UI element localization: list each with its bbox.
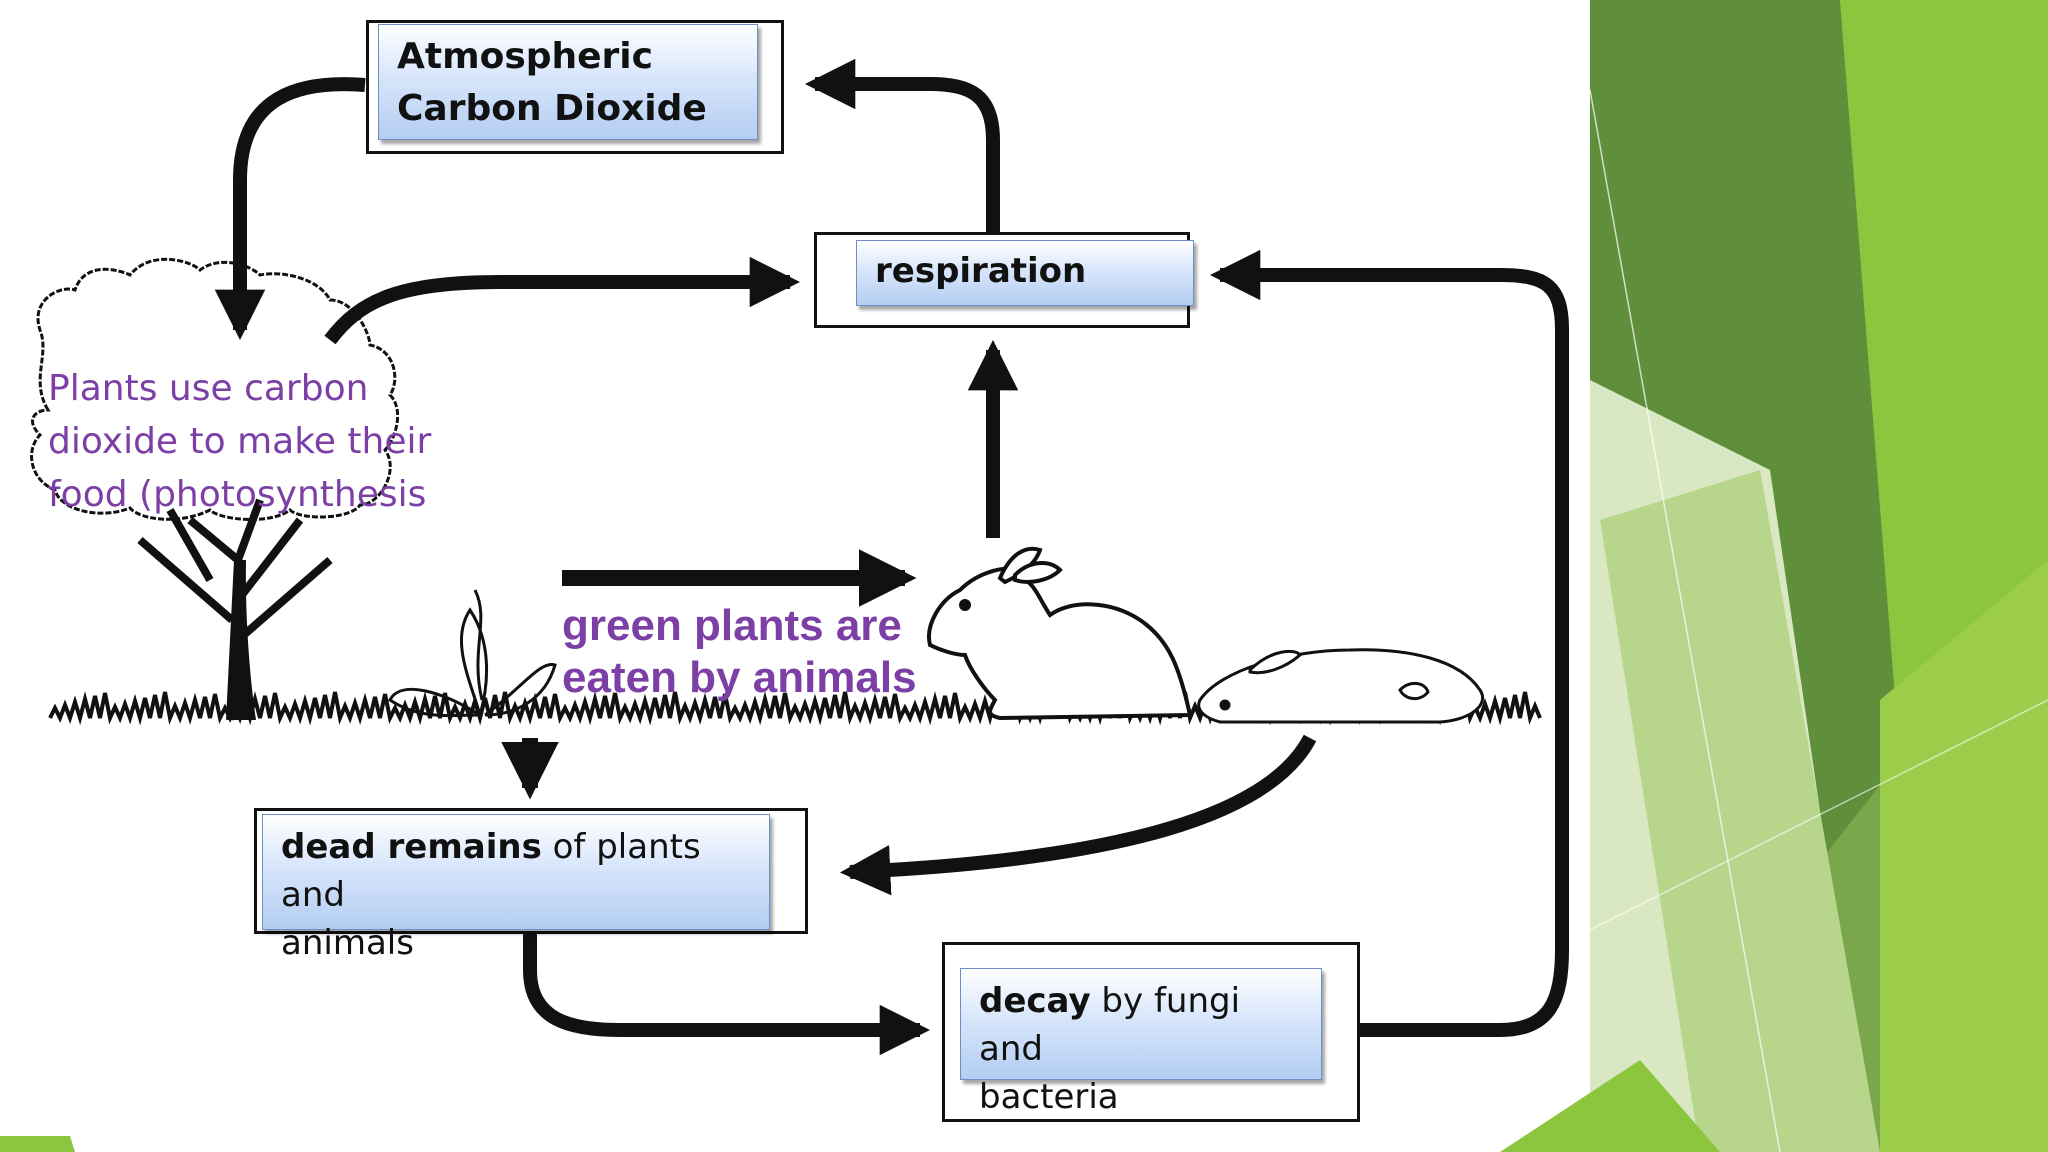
node-decay: decay by fungi and bacteria — [960, 968, 1322, 1117]
arrow-remains-to-decay — [523, 930, 931, 1056]
node-respiration-label: respiration — [875, 251, 1087, 291]
plant-icon — [388, 589, 557, 718]
rabbit-icon — [927, 546, 1193, 721]
node-respiration: respiration — [856, 240, 1194, 306]
arrow-plants-to-respiration — [324, 256, 801, 345]
annotation-eaten-line1: green plants are — [562, 601, 902, 650]
arrows — [214, 58, 1569, 1056]
node-dead-remains: dead remains of plants and animals — [262, 814, 770, 963]
arrow-decay-to-respiration — [1209, 249, 1569, 1037]
annotation-photosynthesis-line1: Plants use carbon — [48, 368, 369, 409]
dead-rabbit-icon — [1197, 648, 1484, 724]
annotation-eaten: green plants are eaten by animals — [562, 600, 917, 704]
node-dead-remains-bold: dead remains — [281, 827, 542, 867]
tree-icon — [30, 257, 400, 721]
annotation-photosynthesis-line2: dioxide to make their — [48, 421, 432, 462]
node-decay-rest: by fungi and — [979, 981, 1241, 1069]
node-decay-bold: decay — [979, 981, 1091, 1021]
node-atmospheric-co2: Atmospheric Carbon Dioxide — [378, 24, 758, 140]
annotation-eaten-line2: eaten by animals — [562, 653, 917, 702]
annotation-photosynthesis: Plants use carbon dioxide to make their … — [48, 362, 431, 521]
node-dead-remains-line1: dead remains of plants and — [281, 823, 751, 919]
node-decay-line1: decay by fungi and — [979, 977, 1303, 1073]
node-decay-line2: bacteria — [979, 1077, 1119, 1117]
node-atmospheric-line1: Atmospheric — [397, 36, 653, 77]
annotation-photosynthesis-line3: food (photosynthesis — [48, 474, 427, 515]
node-dead-remains-rest: of plants and — [281, 827, 701, 915]
arrow-co2-to-plants — [214, 77, 366, 341]
node-dead-remains-line2: animals — [281, 923, 414, 963]
arrow-dead-animal-to-remains — [839, 734, 1317, 896]
arrow-respiration-to-co2 — [804, 58, 1000, 232]
carbon-cycle-diagram — [30, 58, 1569, 1056]
node-atmospheric-line2: Carbon Dioxide — [397, 88, 707, 129]
